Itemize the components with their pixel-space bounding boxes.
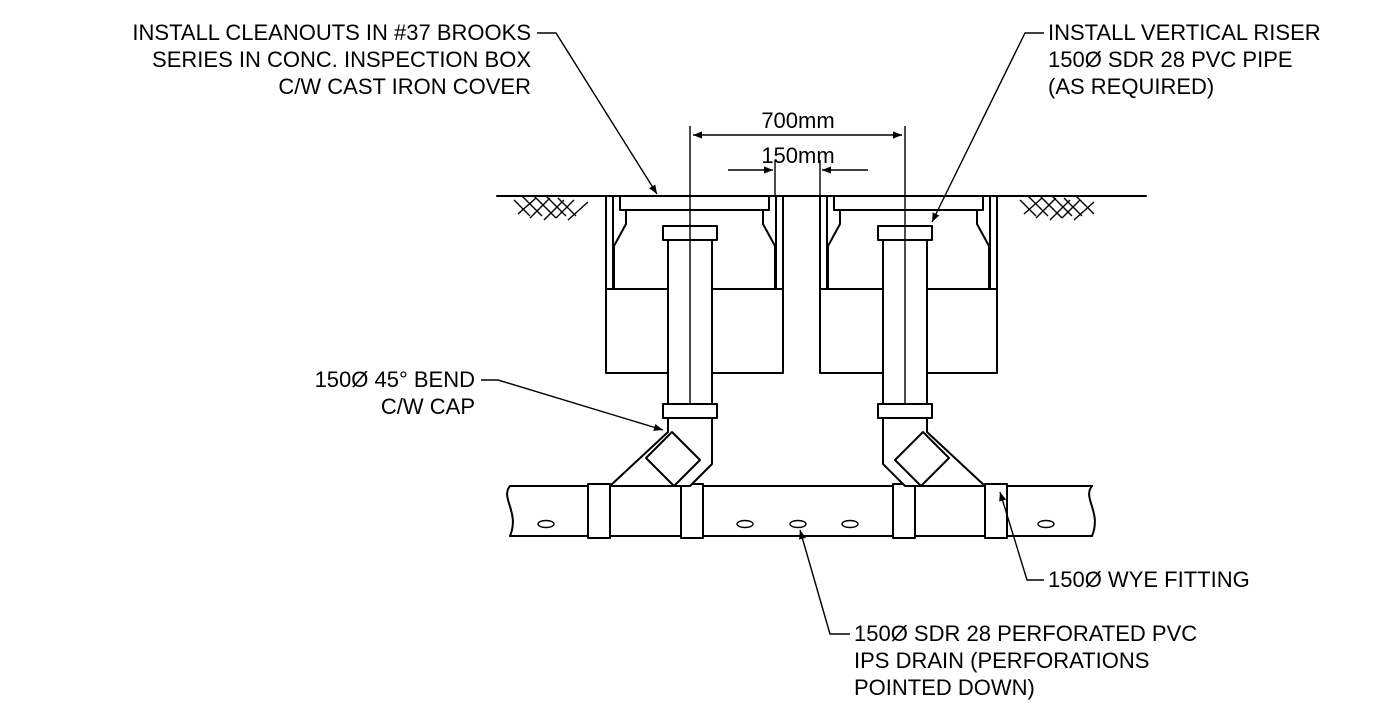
vertical-riser-left	[662, 225, 718, 405]
callout-drain-line-1: 150Ø SDR 28 PERFORATED PVC	[854, 621, 1198, 646]
callout-bend: 150Ø 45° BEND C/W CAP	[315, 366, 475, 420]
callout-wye: 150Ø WYE FITTING	[1048, 566, 1250, 593]
callout-riser-line-3: (AS REQUIRED)	[1048, 74, 1215, 99]
callout-cleanouts-line-1: INSTALL CLEANOUTS IN #37 BROOKS	[132, 20, 531, 45]
callout-bend-line-1: 150Ø 45° BEND	[314, 367, 475, 392]
leader-bend	[481, 379, 664, 431]
callout-cleanouts-line-2: SERIES IN CONC. INSPECTION BOX	[152, 47, 531, 72]
leader-riser	[931, 32, 1044, 223]
vertical-riser-right	[877, 225, 933, 405]
leader-wye	[999, 491, 1044, 581]
soil-hatch-right	[1019, 195, 1095, 221]
callout-drain: 150Ø SDR 28 PERFORATED PVC IPS DRAIN (PE…	[854, 620, 1197, 701]
bend-wye-right	[877, 403, 986, 487]
dimension-700-label: 700mm	[761, 108, 834, 133]
callout-drain-line-3: POINTED DOWN)	[854, 675, 1035, 700]
dimension-150-label: 150mm	[761, 143, 834, 168]
callout-drain-line-2: IPS DRAIN (PERFORATIONS	[854, 648, 1150, 673]
callout-riser-line-1: INSTALL VERTICAL RISER	[1048, 20, 1321, 45]
leader-cleanouts	[537, 32, 658, 195]
callout-cleanouts-line-3: C/W CAST IRON COVER	[278, 74, 531, 99]
callout-riser: INSTALL VERTICAL RISER 150Ø SDR 28 PVC P…	[1048, 19, 1321, 100]
callout-bend-line-2: C/W CAP	[380, 394, 475, 419]
bend-wye-left	[609, 403, 718, 487]
dimension-150: 150mm	[728, 143, 868, 196]
callout-wye-line-1: 150Ø WYE FITTING	[1048, 567, 1250, 592]
leader-drain	[799, 529, 850, 635]
soil-hatch-left	[513, 195, 589, 221]
callout-riser-line-2: 150Ø SDR 28 PVC PIPE	[1048, 47, 1293, 72]
callout-cleanouts: INSTALL CLEANOUTS IN #37 BROOKS SERIES I…	[132, 19, 531, 100]
perforated-drain-pipe	[506, 483, 1096, 539]
dimension-700: 700mm	[689, 108, 906, 240]
